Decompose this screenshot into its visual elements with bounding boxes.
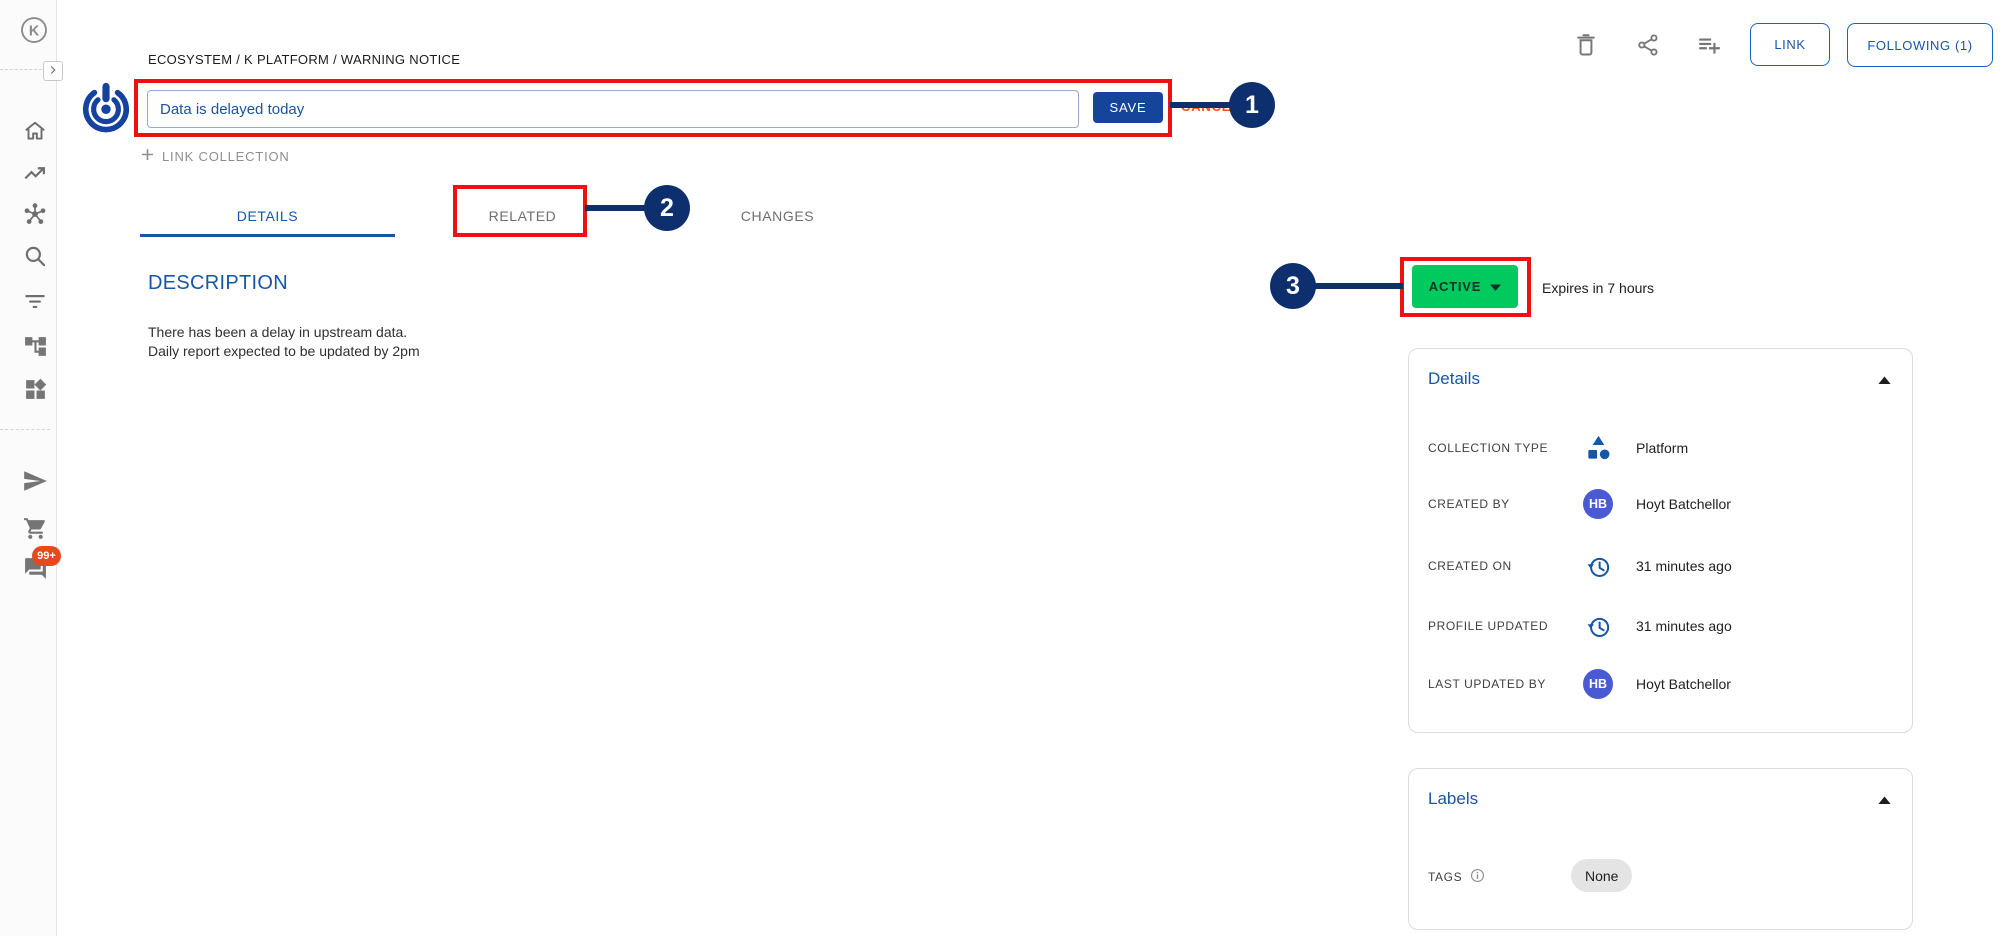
details-row: COLLECTION TYPE Platform — [1428, 431, 1894, 465]
save-button[interactable]: SAVE — [1093, 92, 1163, 123]
status-dropdown[interactable]: ACTIVE — [1412, 265, 1518, 308]
collapse-arrow-icon[interactable] — [1876, 794, 1892, 806]
description-body: There has been a delay in upstream data.… — [148, 323, 420, 361]
tab-related[interactable]: RELATED — [395, 196, 650, 236]
details-row: PROFILE UPDATED 31 minutes ago — [1428, 609, 1894, 643]
details-row: LAST UPDATED BY HB Hoyt Batchellor — [1428, 667, 1894, 701]
following-button[interactable]: FOLLOWING (1) — [1847, 23, 1993, 67]
details-card: Details COLLECTION TYPE Platform CREATED… — [1408, 348, 1913, 733]
tags-label: TAGS — [1428, 867, 1486, 887]
tree-icon[interactable] — [21, 332, 49, 360]
annotation-callout-3: 3 — [1270, 263, 1316, 309]
info-icon[interactable] — [1469, 867, 1486, 887]
hub-icon[interactable] — [21, 200, 49, 228]
row-label: PROFILE UPDATED — [1428, 619, 1549, 633]
labels-card-title: Labels — [1428, 789, 1479, 808]
breadcrumb[interactable]: ECOSYSTEM / K PLATFORM / WARNING NOTICE — [148, 52, 461, 67]
sidebar-divider — [0, 69, 42, 70]
sidebar-expand-button[interactable] — [43, 61, 63, 81]
row-value: Platform — [1636, 440, 1689, 456]
expires-text: Expires in 7 hours — [1542, 280, 1655, 296]
warning-notice-icon — [79, 80, 133, 134]
trending-up-icon[interactable] — [21, 159, 49, 187]
filter-icon[interactable] — [21, 287, 49, 315]
avatar: HB — [1578, 669, 1618, 699]
description-line: Daily report expected to be updated by 2… — [148, 343, 420, 359]
chevron-right-icon — [47, 64, 59, 79]
row-value: Hoyt Batchellor — [1636, 676, 1731, 692]
svg-text:K: K — [29, 23, 40, 39]
app-logo-k-icon[interactable]: K — [19, 15, 49, 45]
labels-card: Labels TAGS None — [1408, 768, 1913, 930]
collapse-arrow-icon[interactable] — [1876, 374, 1892, 386]
status-label: ACTIVE — [1428, 279, 1482, 294]
chat-badge: 99+ — [32, 546, 61, 566]
row-label: CREATED ON — [1428, 559, 1512, 573]
tags-none-chip: None — [1571, 859, 1633, 892]
history-icon — [1578, 613, 1618, 640]
home-icon[interactable] — [21, 117, 49, 145]
playlist-add-icon[interactable] — [1695, 31, 1723, 59]
row-value: Hoyt Batchellor — [1636, 496, 1731, 512]
details-row: CREATED ON 31 minutes ago — [1428, 549, 1894, 583]
tab-changes[interactable]: CHANGES — [650, 196, 905, 236]
link-button[interactable]: LINK — [1750, 23, 1830, 66]
plus-icon — [140, 147, 155, 165]
share-icon[interactable] — [1634, 31, 1662, 59]
row-value: 31 minutes ago — [1636, 558, 1732, 574]
link-collection-label: LINK COLLECTION — [162, 148, 290, 164]
description-heading: DESCRIPTION — [148, 272, 288, 294]
details-row: CREATED BY HB Hoyt Batchellor — [1428, 487, 1894, 521]
avatar: HB — [1578, 489, 1618, 519]
history-icon — [1578, 553, 1618, 580]
cart-icon[interactable] — [21, 514, 49, 542]
link-collection-button[interactable]: LINK COLLECTION — [140, 147, 290, 165]
category-icon — [1578, 434, 1618, 463]
send-icon[interactable] — [21, 467, 49, 495]
annotation-connector-3 — [1313, 283, 1403, 289]
row-label: CREATED BY — [1428, 497, 1510, 511]
cancel-button[interactable]: CANCEL — [1181, 99, 1240, 114]
description-line: There has been a delay in upstream data. — [148, 324, 408, 340]
delete-icon[interactable] — [1572, 31, 1600, 59]
sidebar: K — [0, 0, 63, 936]
details-card-title: Details — [1428, 369, 1480, 388]
row-value: 31 minutes ago — [1636, 618, 1732, 634]
tab-details[interactable]: DETAILS — [140, 196, 395, 237]
sidebar-divider — [0, 429, 50, 430]
widgets-icon[interactable] — [21, 375, 49, 403]
search-icon[interactable] — [21, 242, 49, 270]
row-label: COLLECTION TYPE — [1428, 441, 1549, 455]
title-input[interactable] — [147, 90, 1079, 128]
row-label: LAST UPDATED BY — [1428, 677, 1546, 691]
chevron-down-icon — [1490, 279, 1502, 294]
